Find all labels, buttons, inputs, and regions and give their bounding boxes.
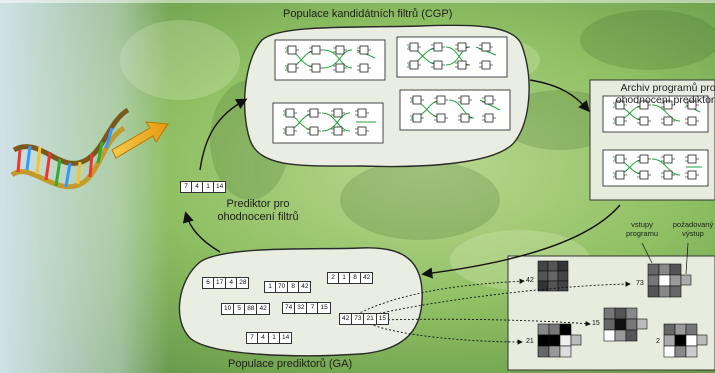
gene: 42 [363,274,371,281]
best-predictor-chromosome: 7 4 1 14 [180,181,227,193]
ga-chromosome-selected: 42 73 21 15 [339,313,389,325]
archive-title-line1: Archiv programů pro [620,82,715,94]
gene: 28 [239,279,247,286]
index-arrows [349,278,631,345]
window-grid-73 [647,263,692,298]
cgp-population-title: Populace kandidátních filtrů (CGP) [283,8,453,20]
gene: 14 [282,334,290,341]
cgp-circuit-3 [272,102,384,144]
window-grid-2 [663,323,708,358]
gene: 2 [328,273,339,283]
gene: 15 [320,304,328,311]
gene: 42 [301,283,309,290]
predictor-label-line2: ohodnocení filtrů [217,210,299,223]
window-grid-15 [603,307,648,342]
gene: 6 [203,278,214,288]
window-index-2: 2 [656,338,660,345]
ga-population-title: Populace prediktorů (GA) [228,358,353,370]
inputs-caption-line2: programu [625,228,659,238]
gene: 7 [247,333,258,343]
gene: 4 [258,333,269,343]
gene: 8 [350,273,361,283]
gene: 4 [192,182,203,192]
window-index-21: 21 [526,338,534,345]
gene: 1 [339,273,350,283]
archive-circuit-2 [602,149,709,187]
window-index-73: 73 [636,280,644,287]
gene: 14 [216,183,224,190]
dna-helix-icon [10,107,169,190]
gene: 73 [352,314,365,324]
ga-chromosome-7: 7 4 1 14 [246,332,293,344]
gene: 17 [214,278,227,288]
ga-chromosome-5: 74 32 7 15 [282,302,331,314]
cgp-circuit-2 [396,36,508,78]
gene: 1 [265,282,276,292]
gene: 5 [234,304,246,314]
gene: 7 [307,303,319,313]
gene: 8 [288,282,300,292]
archive-title-line2: ohodnocení prediktorů [615,94,715,107]
cgp-circuit-4 [399,89,511,131]
output-caption-line2: výstup [682,228,704,238]
predictor-label-line1: Prediktor pro [226,198,290,210]
inputs-caption-line1: vstupy [631,220,653,229]
window-grid-21 [537,323,582,358]
gene: 1 [269,333,280,343]
archive-circuit-1 [602,95,709,133]
gene: 4 [226,278,238,288]
gene: 10 [222,304,235,314]
cgp-circuit-1 [274,39,386,81]
gene: 42 [340,314,353,324]
ga-chromosome-1: 6 17 4 28 [202,277,250,289]
ga-chromosome-3: 2 1 8 42 [327,272,374,284]
gene: 15 [378,315,386,322]
ga-chromosome-2: 1 70 8 42 [264,281,312,293]
ga-chromosome-4: 10 5 88 42 [221,303,270,315]
gene: 88 [245,304,258,314]
gene: 42 [259,305,267,312]
cycle-arrows [182,79,621,279]
gene: 70 [276,282,289,292]
gene: 32 [295,303,308,313]
output-caption-line1: požadovaný [672,220,714,229]
window-grid-42 [537,260,569,292]
window-index-42: 42 [526,277,534,284]
window-index-15: 15 [592,320,600,327]
gene: 21 [364,314,377,324]
gene: 1 [203,182,214,192]
gene: 74 [283,303,296,313]
gene: 7 [181,182,192,192]
